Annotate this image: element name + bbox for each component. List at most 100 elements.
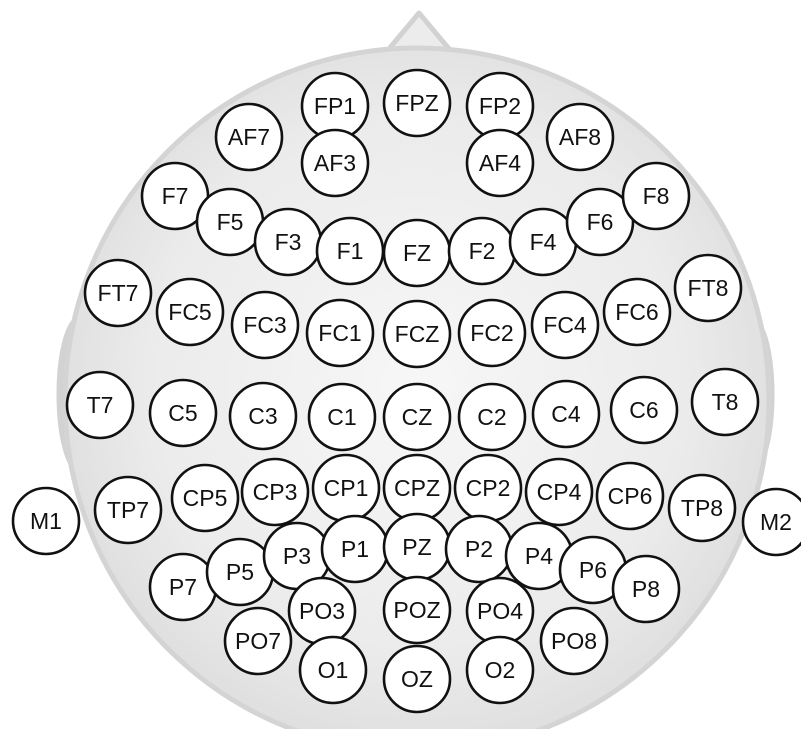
electrode-label-po4: PO4: [477, 598, 523, 624]
electrode-label-c2: C2: [477, 404, 506, 430]
electrode-po4: PO4: [467, 578, 533, 644]
electrode-label-f8: F8: [643, 183, 670, 209]
electrode-label-af8: AF8: [559, 124, 601, 150]
electrode-label-af3: AF3: [314, 150, 356, 176]
electrode-label-p2: P2: [465, 536, 493, 562]
electrode-fc2: FC2: [459, 300, 525, 366]
electrode-label-cz: CZ: [402, 404, 433, 430]
electrode-label-f1: F1: [337, 238, 364, 264]
electrode-c1: C1: [309, 384, 375, 450]
electrode-cz: CZ: [384, 384, 450, 450]
nose: [388, 13, 450, 50]
electrode-label-fc3: FC3: [243, 312, 286, 338]
electrode-fc4: FC4: [532, 292, 598, 358]
electrode-label-poz: POZ: [393, 597, 440, 623]
electrode-label-cpz: CPZ: [394, 475, 440, 501]
electrode-label-f4: F4: [530, 229, 557, 255]
electrode-label-po8: PO8: [551, 628, 597, 654]
electrode-label-p8: P8: [632, 576, 660, 602]
electrode-af7: AF7: [216, 104, 282, 170]
electrode-p1: P1: [322, 516, 388, 582]
electrode-label-fc6: FC6: [615, 299, 658, 325]
electrode-label-f7: F7: [162, 183, 189, 209]
electrode-af3: AF3: [302, 130, 368, 196]
electrode-c6: C6: [611, 377, 677, 443]
electrode-c2: C2: [459, 384, 525, 450]
electrode-o1: O1: [300, 637, 366, 703]
electrode-label-f2: F2: [469, 238, 496, 264]
electrode-tp7: TP7: [95, 477, 161, 543]
electrode-cpz: CPZ: [384, 455, 450, 521]
electrode-cp3: CP3: [242, 459, 308, 525]
electrode-label-t7: T7: [87, 392, 114, 418]
electrode-p7: P7: [150, 554, 216, 620]
electrode-label-af4: AF4: [479, 150, 521, 176]
electrode-label-pz: PZ: [402, 534, 431, 560]
electrode-cp1: CP1: [313, 455, 379, 521]
electrode-label-fc2: FC2: [470, 320, 513, 346]
electrode-label-fp2: FP2: [479, 93, 521, 119]
electrode-label-p1: P1: [341, 536, 369, 562]
electrode-oz: OZ: [384, 646, 450, 712]
electrode-label-o1: O1: [318, 657, 349, 683]
electrode-f2: F2: [449, 218, 515, 284]
electrode-label-p3: P3: [283, 543, 311, 569]
electrode-m1: M1: [13, 488, 79, 554]
electrode-label-fc5: FC5: [168, 299, 211, 325]
electrode-label-ft7: FT7: [98, 280, 139, 306]
electrode-label-p4: P4: [525, 543, 553, 569]
electrode-label-tp7: TP7: [107, 497, 149, 523]
electrode-label-fz: FZ: [403, 240, 431, 266]
electrode-label-cp3: CP3: [253, 479, 298, 505]
electrode-cp5: CP5: [172, 465, 238, 531]
electrode-p8: P8: [613, 556, 679, 622]
electrode-m2: M2: [743, 489, 801, 555]
electrode-label-p6: P6: [579, 557, 607, 583]
electrode-label-cp6: CP6: [608, 483, 653, 509]
electrode-fc5: FC5: [157, 279, 223, 345]
electrode-p2: P2: [446, 516, 512, 582]
electrode-label-cp1: CP1: [324, 475, 369, 501]
electrode-fz: FZ: [384, 220, 450, 286]
electrode-label-t8: T8: [712, 389, 739, 415]
electrode-label-m1: M1: [30, 508, 62, 534]
electrode-label-fc1: FC1: [318, 320, 361, 346]
electrode-label-af7: AF7: [228, 124, 270, 150]
electrode-f1: F1: [317, 218, 383, 284]
electrode-label-fpz: FPZ: [395, 90, 438, 116]
electrode-c3: C3: [230, 383, 296, 449]
electrode-cp4: CP4: [526, 459, 592, 525]
electrode-label-c5: C5: [168, 400, 197, 426]
electrode-label-fcz: FCZ: [395, 321, 440, 347]
electrode-tp8: TP8: [669, 475, 735, 541]
electrode-f5: F5: [197, 189, 263, 255]
electrode-label-cp5: CP5: [183, 485, 228, 511]
electrode-label-f5: F5: [217, 209, 244, 235]
electrode-fcz: FCZ: [384, 301, 450, 367]
electrode-label-f6: F6: [587, 209, 614, 235]
electrode-label-c4: C4: [551, 401, 581, 427]
electrode-f3: F3: [255, 209, 321, 275]
electrode-label-c6: C6: [629, 397, 658, 423]
electrode-fpz: FPZ: [384, 70, 450, 136]
electrode-label-ft8: FT8: [688, 275, 729, 301]
electrode-label-f3: F3: [275, 229, 302, 255]
electrode-cp6: CP6: [597, 463, 663, 529]
electrode-po8: PO8: [541, 608, 607, 674]
electrode-label-tp8: TP8: [681, 495, 723, 521]
electrode-label-fp1: FP1: [314, 93, 356, 119]
electrode-af8: AF8: [547, 104, 613, 170]
electrode-label-po3: PO3: [299, 598, 345, 624]
electrode-label-o2: O2: [485, 657, 516, 683]
electrode-t7: T7: [67, 372, 133, 438]
electrode-pz: PZ: [384, 514, 450, 580]
electrode-af4: AF4: [467, 130, 533, 196]
electrode-t8: T8: [692, 369, 758, 435]
electrode-label-c3: C3: [248, 403, 277, 429]
electrode-label-cp4: CP4: [537, 479, 582, 505]
electrode-fc6: FC6: [604, 279, 670, 345]
electrode-p5: P5: [207, 539, 273, 605]
electrode-po3: PO3: [289, 578, 355, 644]
